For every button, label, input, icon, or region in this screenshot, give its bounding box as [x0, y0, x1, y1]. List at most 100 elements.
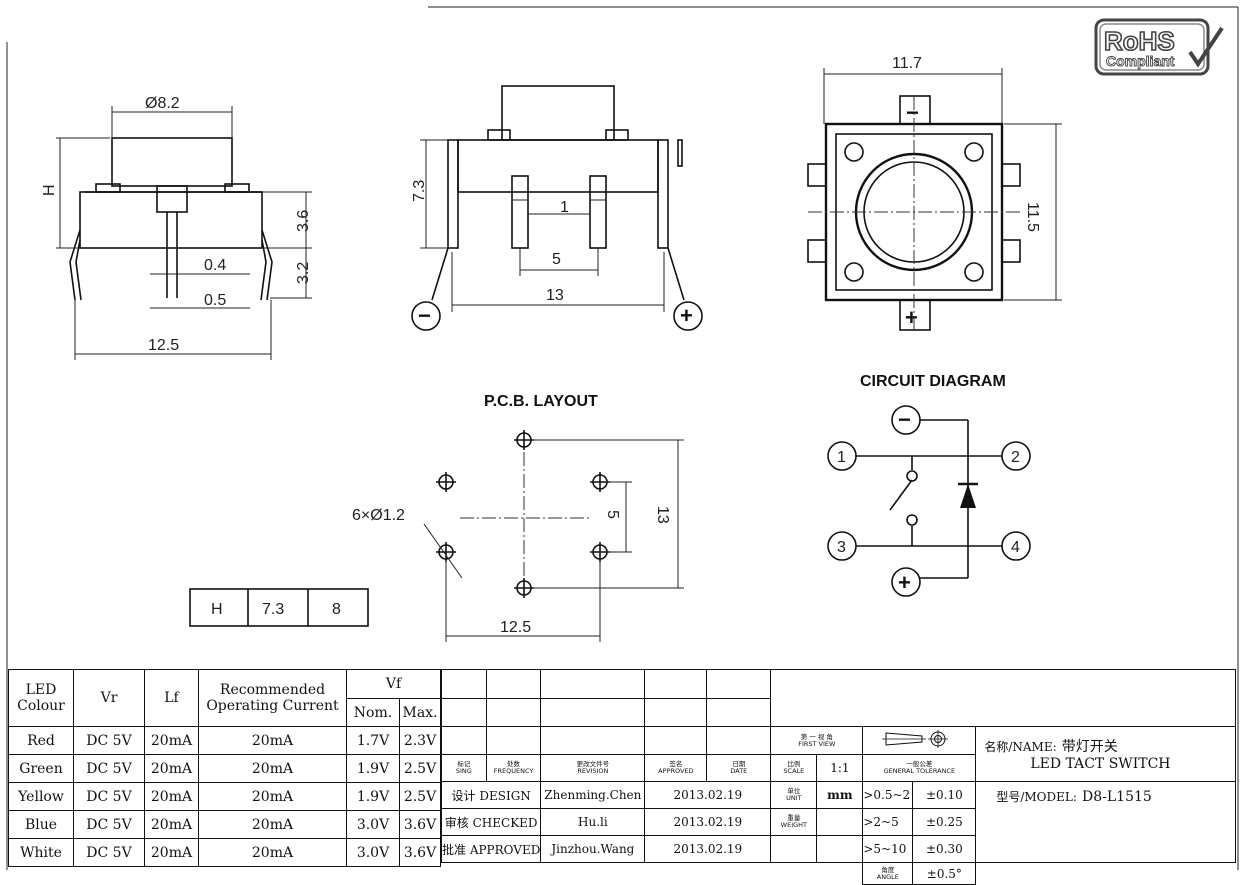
dim-3-2-label: 3.2	[295, 262, 312, 284]
row-rec: 20mA	[198, 810, 347, 839]
circuit-pin-4: 4	[1011, 539, 1020, 556]
pcb-dim-13-label: 13	[654, 506, 671, 524]
side-h-label: H	[41, 184, 58, 196]
circuit-pin-2: 2	[1011, 449, 1020, 466]
row-colour: Yellow	[8, 782, 74, 811]
h-table: H 7.3 8	[189, 588, 369, 627]
row-rec: 20mA	[198, 838, 347, 867]
side-diameter-label: Ø8.2	[145, 95, 180, 112]
row-nom: 3.0V	[346, 838, 400, 867]
row-max: 2.5V	[399, 782, 441, 811]
dim-0-5-label: 0.5	[204, 292, 226, 309]
row-rec: 20mA	[198, 754, 347, 783]
row-lf: 20mA	[144, 810, 199, 839]
dim-0-4-label: 0.4	[204, 257, 226, 274]
front-minus-sign: −	[418, 303, 431, 328]
circuit-minus-sign: −	[898, 407, 911, 432]
approved-date: 2013.02.19	[644, 835, 772, 863]
rohs-logo: RoHS Compliant	[1094, 18, 1224, 76]
row-lf: 20mA	[144, 782, 199, 811]
row-lf: 20mA	[144, 754, 199, 783]
scale-value: 1:1	[816, 754, 864, 782]
front-plus-terminal	[673, 301, 703, 331]
row-nom: 3.0V	[346, 810, 400, 839]
tol-range-0: >0.5~2	[862, 781, 914, 809]
row-max: 3.6V	[399, 838, 441, 867]
h-table-label: H	[211, 601, 223, 618]
row-vr: DC 5V	[73, 838, 145, 867]
front-height-label: 7.3	[411, 180, 428, 202]
pcb-title: P.C.B. LAYOUT	[484, 393, 598, 410]
side-view: Ø8.2 H 3.6 3.2 0.4 0.5 12.5	[41, 95, 312, 360]
design-name: Zhenming.Chen	[540, 781, 646, 809]
row-max: 3.6V	[399, 810, 441, 839]
row-max: 2.5V	[399, 754, 441, 783]
switch-lever	[889, 479, 913, 511]
circuit-pin-1: 1	[837, 449, 846, 466]
row-nom: 1.9V	[346, 754, 400, 783]
row-lf: 20mA	[144, 726, 199, 755]
h-table-value-0: 7.3	[262, 601, 284, 618]
name-cn: 带灯开关	[1061, 739, 1118, 755]
design-label: 设计 DESIGN	[440, 781, 542, 809]
h-table-value-1: 8	[332, 601, 341, 618]
checked-date: 2013.02.19	[644, 808, 772, 836]
name-en: LED TACT SWITCH	[1030, 756, 1171, 772]
model-label: 型号/MODEL:	[996, 790, 1077, 804]
row-nom: 1.9V	[346, 782, 400, 811]
rohs-compliant-text: Compliant	[1106, 53, 1175, 69]
side-width-label: 12.5	[148, 337, 179, 354]
row-colour: Blue	[8, 810, 74, 839]
approved-name: Jinzhou.Wang	[540, 835, 646, 863]
header-max: Max.	[399, 698, 441, 727]
circuit-plus-sign: +	[898, 570, 911, 595]
row-rec: 20mA	[198, 726, 347, 755]
projection-icon	[882, 729, 949, 748]
front-view: 7.3 1 5 13 − +	[411, 85, 703, 331]
tol-range-1: >2~5	[862, 808, 914, 836]
top-minus-sign: −	[906, 100, 919, 125]
front-pin-gap-label: 1	[560, 199, 569, 216]
checked-name: Hu.li	[540, 808, 646, 836]
led-diode-icon	[960, 484, 976, 508]
row-vr: DC 5V	[73, 754, 145, 783]
name-label: 名称/NAME:	[984, 740, 1057, 754]
row-lf: 20mA	[144, 838, 199, 867]
top-plus-sign: +	[905, 305, 918, 330]
row-vr: DC 5V	[73, 810, 145, 839]
pcb-layout: P.C.B. LAYOUT 6×Ø1.2 5 13 12.5	[352, 393, 684, 642]
design-date: 2013.02.19	[644, 781, 772, 809]
angle-value: ±0.5°	[912, 862, 977, 885]
unit-value: mm	[816, 781, 864, 809]
row-colour: Red	[8, 726, 74, 755]
pcb-dim-5-label: 5	[604, 510, 621, 519]
row-max: 2.3V	[399, 726, 441, 755]
check-icon	[1188, 26, 1224, 68]
model-cell: 型号/MODEL: D8-L1515	[975, 781, 1237, 863]
name-cell: 名称/NAME: 带灯开关 LED TACT SWITCH	[975, 726, 1237, 782]
pcb-dim-12-5-label: 12.5	[500, 619, 531, 636]
front-plus-sign: +	[680, 303, 693, 328]
row-nom: 1.7V	[346, 726, 400, 755]
top-view: 11.7 − + 11.5	[807, 55, 1062, 331]
row-colour: White	[8, 838, 74, 867]
tol-range-2: >5~10	[862, 835, 914, 863]
